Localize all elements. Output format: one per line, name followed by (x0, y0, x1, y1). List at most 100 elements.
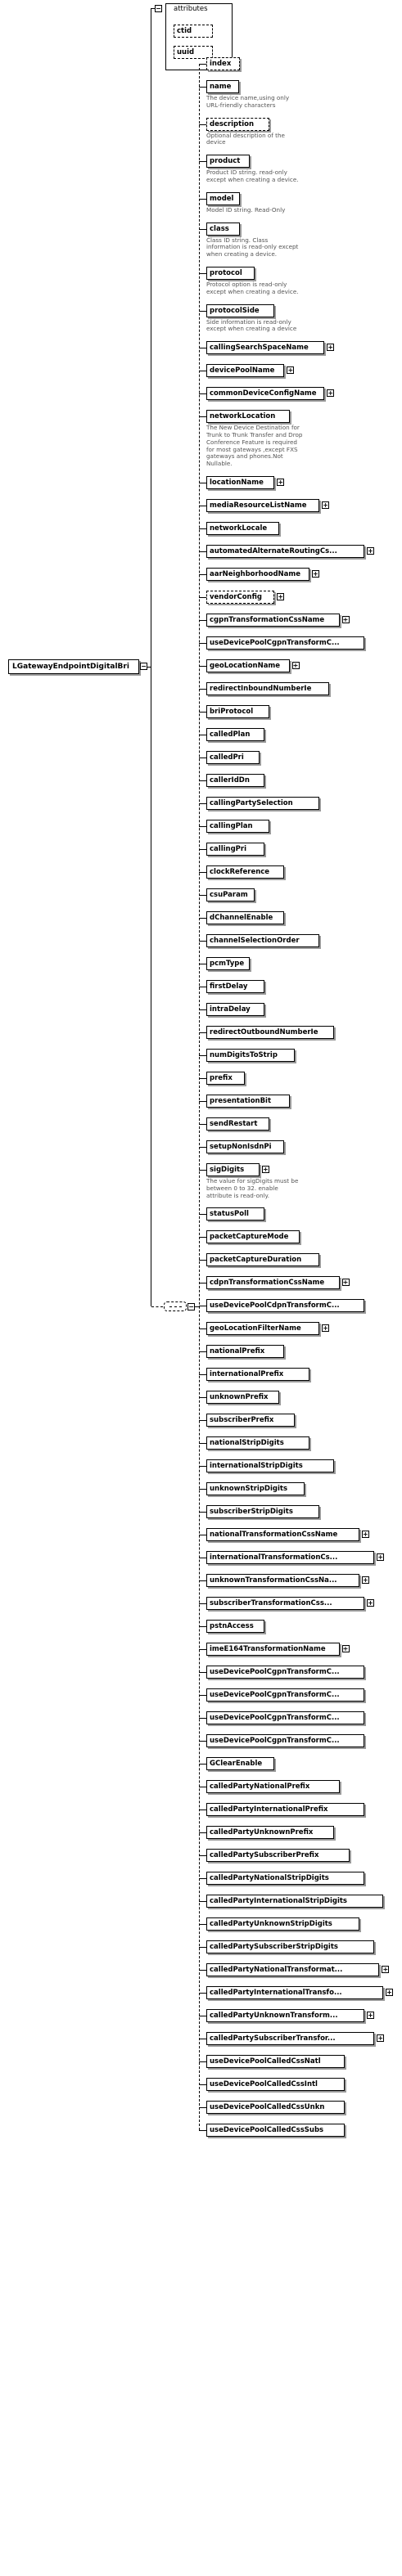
element-calledpartyinternationaltransfo[interactable]: calledPartyInternationalTransfo... (206, 1986, 383, 2000)
element-usedevicepoolcalledcsssubs[interactable]: useDevicePoolCalledCssSubs (206, 2124, 345, 2138)
element-callingplan[interactable]: callingPlan (206, 820, 270, 833)
element-callingpri[interactable]: callingPri (206, 843, 264, 856)
element-redirectinboundnumberie[interactable]: redirectInboundNumberIe (206, 682, 330, 695)
root-expand-icon[interactable]: − (140, 663, 147, 670)
element-packetcapturemode[interactable]: packetCaptureMode (206, 1230, 300, 1244)
expand-icon[interactable]: + (341, 1645, 350, 1653)
element-calledpartysubscriberstripdigits[interactable]: calledPartySubscriberStripDigits (206, 1940, 375, 1954)
element-briprotocol[interactable]: briProtocol (206, 705, 270, 718)
element-internationaltransformationcs[interactable]: internationalTransformationCs... (206, 1551, 375, 1565)
element-usedevicepoolcgpntransformc[interactable]: useDevicePoolCgpnTransformC... (206, 636, 364, 650)
element-nationaltransformationcssname[interactable]: nationalTransformationCssName (206, 1528, 359, 1542)
element-numdigitstostrip[interactable]: numDigitsToStrip (206, 1049, 295, 1062)
element-redirectoutboundnumberie[interactable]: redirectOutboundNumberIe (206, 1026, 335, 1039)
expand-icon[interactable]: + (322, 1324, 330, 1333)
element-subscribertransformationcss[interactable]: subscriberTransformationCss... (206, 1597, 364, 1611)
element-csuparam[interactable]: csuParam (206, 888, 255, 901)
element-unknownprefix[interactable]: unknownPrefix (206, 1391, 280, 1405)
element-index[interactable]: index (206, 57, 240, 70)
element-usedevicepoolcalledcssintl[interactable]: useDevicePoolCalledCssIntl (206, 2078, 345, 2092)
expand-icon[interactable]: + (367, 547, 374, 555)
element-calledpartynationaltransformat[interactable]: calledPartyNationalTransformat... (206, 1963, 380, 1977)
root-element[interactable]: LGatewayEndpointDigitalBri (8, 659, 139, 674)
element-vendorconfig[interactable]: vendorConfig (206, 591, 275, 604)
element-usedevicepoolcdpntransformc[interactable]: useDevicePoolCdpnTransformC... (206, 1299, 364, 1313)
element-sigdigits[interactable]: sigDigits (206, 1163, 260, 1176)
element-unknownstripdigits[interactable]: unknownStripDigits (206, 1482, 305, 1496)
element-imee164transformationname[interactable]: imeE164TransformationName (206, 1643, 340, 1657)
expand-icon[interactable]: + (327, 344, 335, 352)
expand-icon[interactable]: + (341, 1279, 350, 1287)
element-cdpntransformationcssname[interactable]: cdpnTransformationCssName (206, 1276, 340, 1290)
element-presentationbit[interactable]: presentationBit (206, 1095, 290, 1108)
expand-icon[interactable]: + (261, 1166, 269, 1173)
expand-icon[interactable]: + (361, 1531, 369, 1539)
attribute-ctid[interactable]: ctid (174, 25, 213, 38)
expand-icon[interactable]: + (287, 366, 295, 375)
element-internationalprefix[interactable]: internationalPrefix (206, 1368, 309, 1382)
element-calledpri[interactable]: calledPri (206, 751, 260, 764)
element-description[interactable]: description (206, 117, 270, 131)
sequence-collapse-icon[interactable]: − (187, 1303, 195, 1310)
expand-icon[interactable]: + (277, 479, 285, 486)
element-callingsearchspacename[interactable]: callingSearchSpaceName (206, 341, 325, 355)
element-cgpntransformationcssname[interactable]: cgpnTransformationCssName (206, 614, 340, 627)
element-devicepoolname[interactable]: devicePoolName (206, 364, 285, 378)
expand-icon[interactable]: + (386, 1989, 393, 1997)
element-callingpartyselection[interactable]: callingPartySelection (206, 797, 320, 810)
element-calledpartyunknowntransform[interactable]: calledPartyUnknownTransform... (206, 2009, 364, 2023)
attribute-uuid[interactable]: uuid (174, 46, 213, 59)
expand-icon[interactable]: + (311, 570, 319, 578)
expand-icon[interactable]: + (377, 1553, 385, 1562)
element-product[interactable]: product (206, 155, 250, 169)
element-class[interactable]: class (206, 222, 240, 236)
element-sendrestart[interactable]: sendRestart (206, 1117, 270, 1131)
element-pcmtype[interactable]: pcmType (206, 957, 250, 970)
element-name[interactable]: name (206, 80, 239, 93)
expand-icon[interactable]: + (377, 2034, 385, 2043)
element-calledplan[interactable]: calledPlan (206, 728, 264, 741)
element-dchannelenable[interactable]: dChannelEnable (206, 911, 285, 924)
element-gclearenable[interactable]: GClearEnable (206, 1757, 275, 1771)
element-packetcaptureduration[interactable]: packetCaptureDuration (206, 1253, 320, 1267)
element-calledpartynationalstripdigits[interactable]: calledPartyNationalStripDigits (206, 1872, 364, 1886)
element-prefix[interactable]: prefix (206, 1072, 245, 1085)
element-usedevicepoolcalledcssunkn[interactable]: useDevicePoolCalledCssUnkn (206, 2101, 345, 2115)
expand-icon[interactable]: + (341, 616, 350, 623)
element-calledpartyinternationalprefix[interactable]: calledPartyInternationalPrefix (206, 1803, 364, 1817)
attributes-collapse-icon[interactable]: − (155, 5, 162, 12)
element-mediaresourcelistname[interactable]: mediaResourceListName (206, 499, 320, 512)
expand-icon[interactable]: + (291, 662, 300, 669)
element-pstnaccess[interactable]: pstnAccess (206, 1620, 264, 1634)
element-calledpartyunknownprefix[interactable]: calledPartyUnknownPrefix (206, 1826, 335, 1840)
element-locationname[interactable]: locationName (206, 476, 275, 489)
expand-icon[interactable]: + (367, 2012, 374, 2020)
sequence-compositor-icon[interactable] (164, 1301, 187, 1311)
element-model[interactable]: model (206, 191, 240, 205)
element-channelselectionorder[interactable]: channelSelectionOrder (206, 934, 320, 947)
element-protocolside[interactable]: protocolSide (206, 303, 275, 317)
expand-icon[interactable]: + (361, 1576, 369, 1585)
element-intradelay[interactable]: intraDelay (206, 1003, 264, 1016)
element-geolocationname[interactable]: geoLocationName (206, 659, 290, 672)
element-usedevicepoolcgpntransformc[interactable]: useDevicePoolCgpnTransformC... (206, 1734, 364, 1748)
element-internationalstripdigits[interactable]: internationalStripDigits (206, 1459, 335, 1473)
expand-icon[interactable]: + (327, 389, 335, 398)
expand-icon[interactable]: + (367, 1599, 374, 1607)
element-usedevicepoolcgpntransformc[interactable]: useDevicePoolCgpnTransformC... (206, 1711, 364, 1725)
expand-icon[interactable]: + (322, 501, 330, 509)
expand-icon[interactable]: + (382, 1966, 390, 1974)
element-usedevicepoolcgpntransformc[interactable]: useDevicePoolCgpnTransformC... (206, 1666, 364, 1679)
element-usedevicepoolcalledcssnatl[interactable]: useDevicePoolCalledCssNatl (206, 2055, 345, 2069)
element-networklocation[interactable]: networkLocation (206, 410, 290, 424)
element-protocol[interactable]: protocol (206, 267, 255, 280)
element-clockreference[interactable]: clockReference (206, 865, 285, 879)
element-calledpartyunknownstripdigits[interactable]: calledPartyUnknownStripDigits (206, 1917, 359, 1931)
element-statuspoll[interactable]: statusPoll (206, 1207, 264, 1221)
element-calleriddn[interactable]: callerIdDn (206, 774, 264, 787)
expand-icon[interactable]: + (277, 593, 285, 600)
element-calledpartysubscribertransfor[interactable]: calledPartySubscriberTransfor... (206, 2032, 375, 2046)
element-unknowntransformationcssna[interactable]: unknownTransformationCssNa... (206, 1574, 359, 1588)
element-calledpartyinternationalstripdigits[interactable]: calledPartyInternationalStripDigits (206, 1895, 383, 1908)
element-usedevicepoolcgpntransformc[interactable]: useDevicePoolCgpnTransformC... (206, 1688, 364, 1702)
